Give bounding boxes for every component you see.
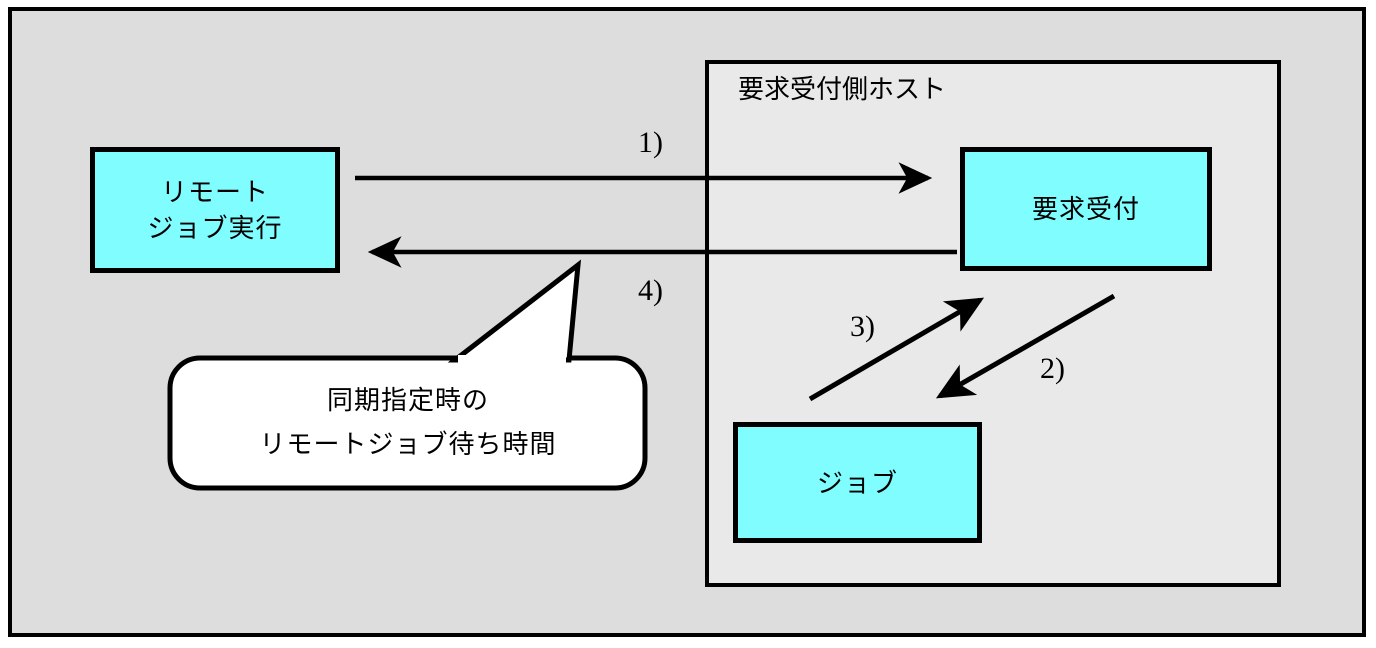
step-label-4: 4) — [638, 274, 663, 307]
step-label-1: 1) — [638, 126, 663, 159]
node-request-accept: 要求受付 — [960, 147, 1212, 271]
node-job: ジョブ — [733, 422, 982, 543]
node-remote-job-line2: ジョブ実行 — [147, 213, 283, 243]
callout-line-1: 同期指定時の — [326, 385, 489, 415]
node-remote-job-line1: リモート — [160, 177, 269, 207]
node-job-line1: ジョブ — [816, 467, 898, 498]
callout-text: 同期指定時の リモートジョブ待ち時間 — [180, 378, 636, 466]
callout-line-2: リモートジョブ待ち時間 — [259, 429, 557, 459]
host-container-label: 要求受付側ホスト — [738, 74, 947, 104]
step-label-3: 3) — [850, 310, 875, 343]
step-label-2: 2) — [1040, 352, 1065, 385]
node-request-accept-line1: 要求受付 — [1031, 194, 1140, 224]
node-remote-job: リモート ジョブ実行 — [90, 147, 340, 273]
